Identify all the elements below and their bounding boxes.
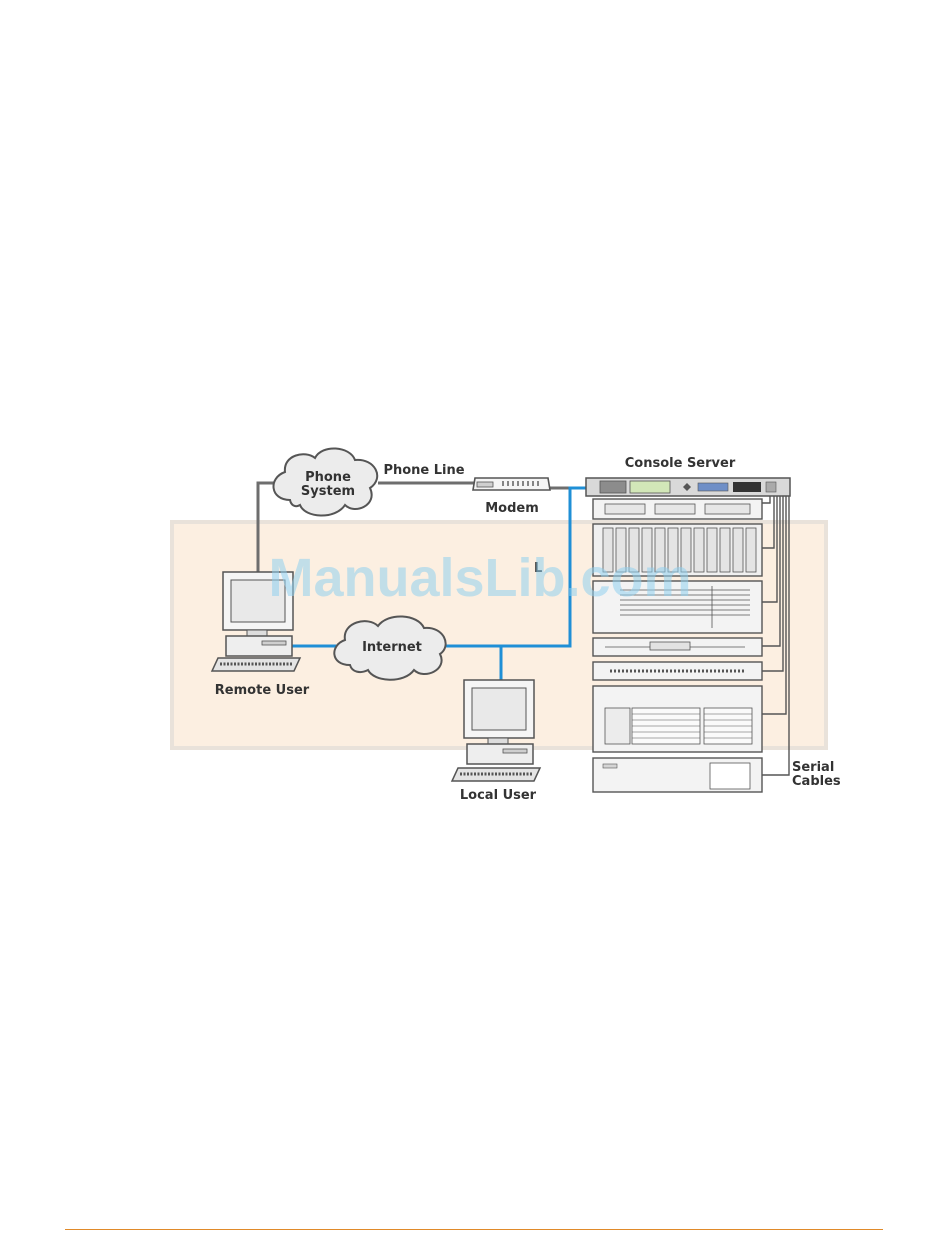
- phone-system-label: Phone: [305, 470, 351, 485]
- phone-system-label-line2: System: [301, 484, 355, 499]
- modem-icon: [473, 478, 550, 490]
- modem-label: Modem: [485, 501, 539, 516]
- local-user-label: Local User: [460, 788, 537, 803]
- remote-user-label: Remote User: [215, 683, 310, 698]
- serial-cables-label: Serial: [792, 760, 834, 775]
- watermark: ManualsLib.com: [268, 548, 691, 608]
- console-server-icon: [586, 478, 790, 496]
- footer-rule: [65, 1229, 883, 1230]
- serial-cables-label-line2: Cables: [792, 774, 841, 789]
- server-rack-icon: [593, 499, 762, 792]
- internet-label: Internet: [362, 640, 422, 655]
- console-server-label: Console Server: [625, 456, 736, 471]
- phone-line-label: Phone Line: [383, 463, 464, 478]
- local-user-computer-icon: [452, 680, 540, 781]
